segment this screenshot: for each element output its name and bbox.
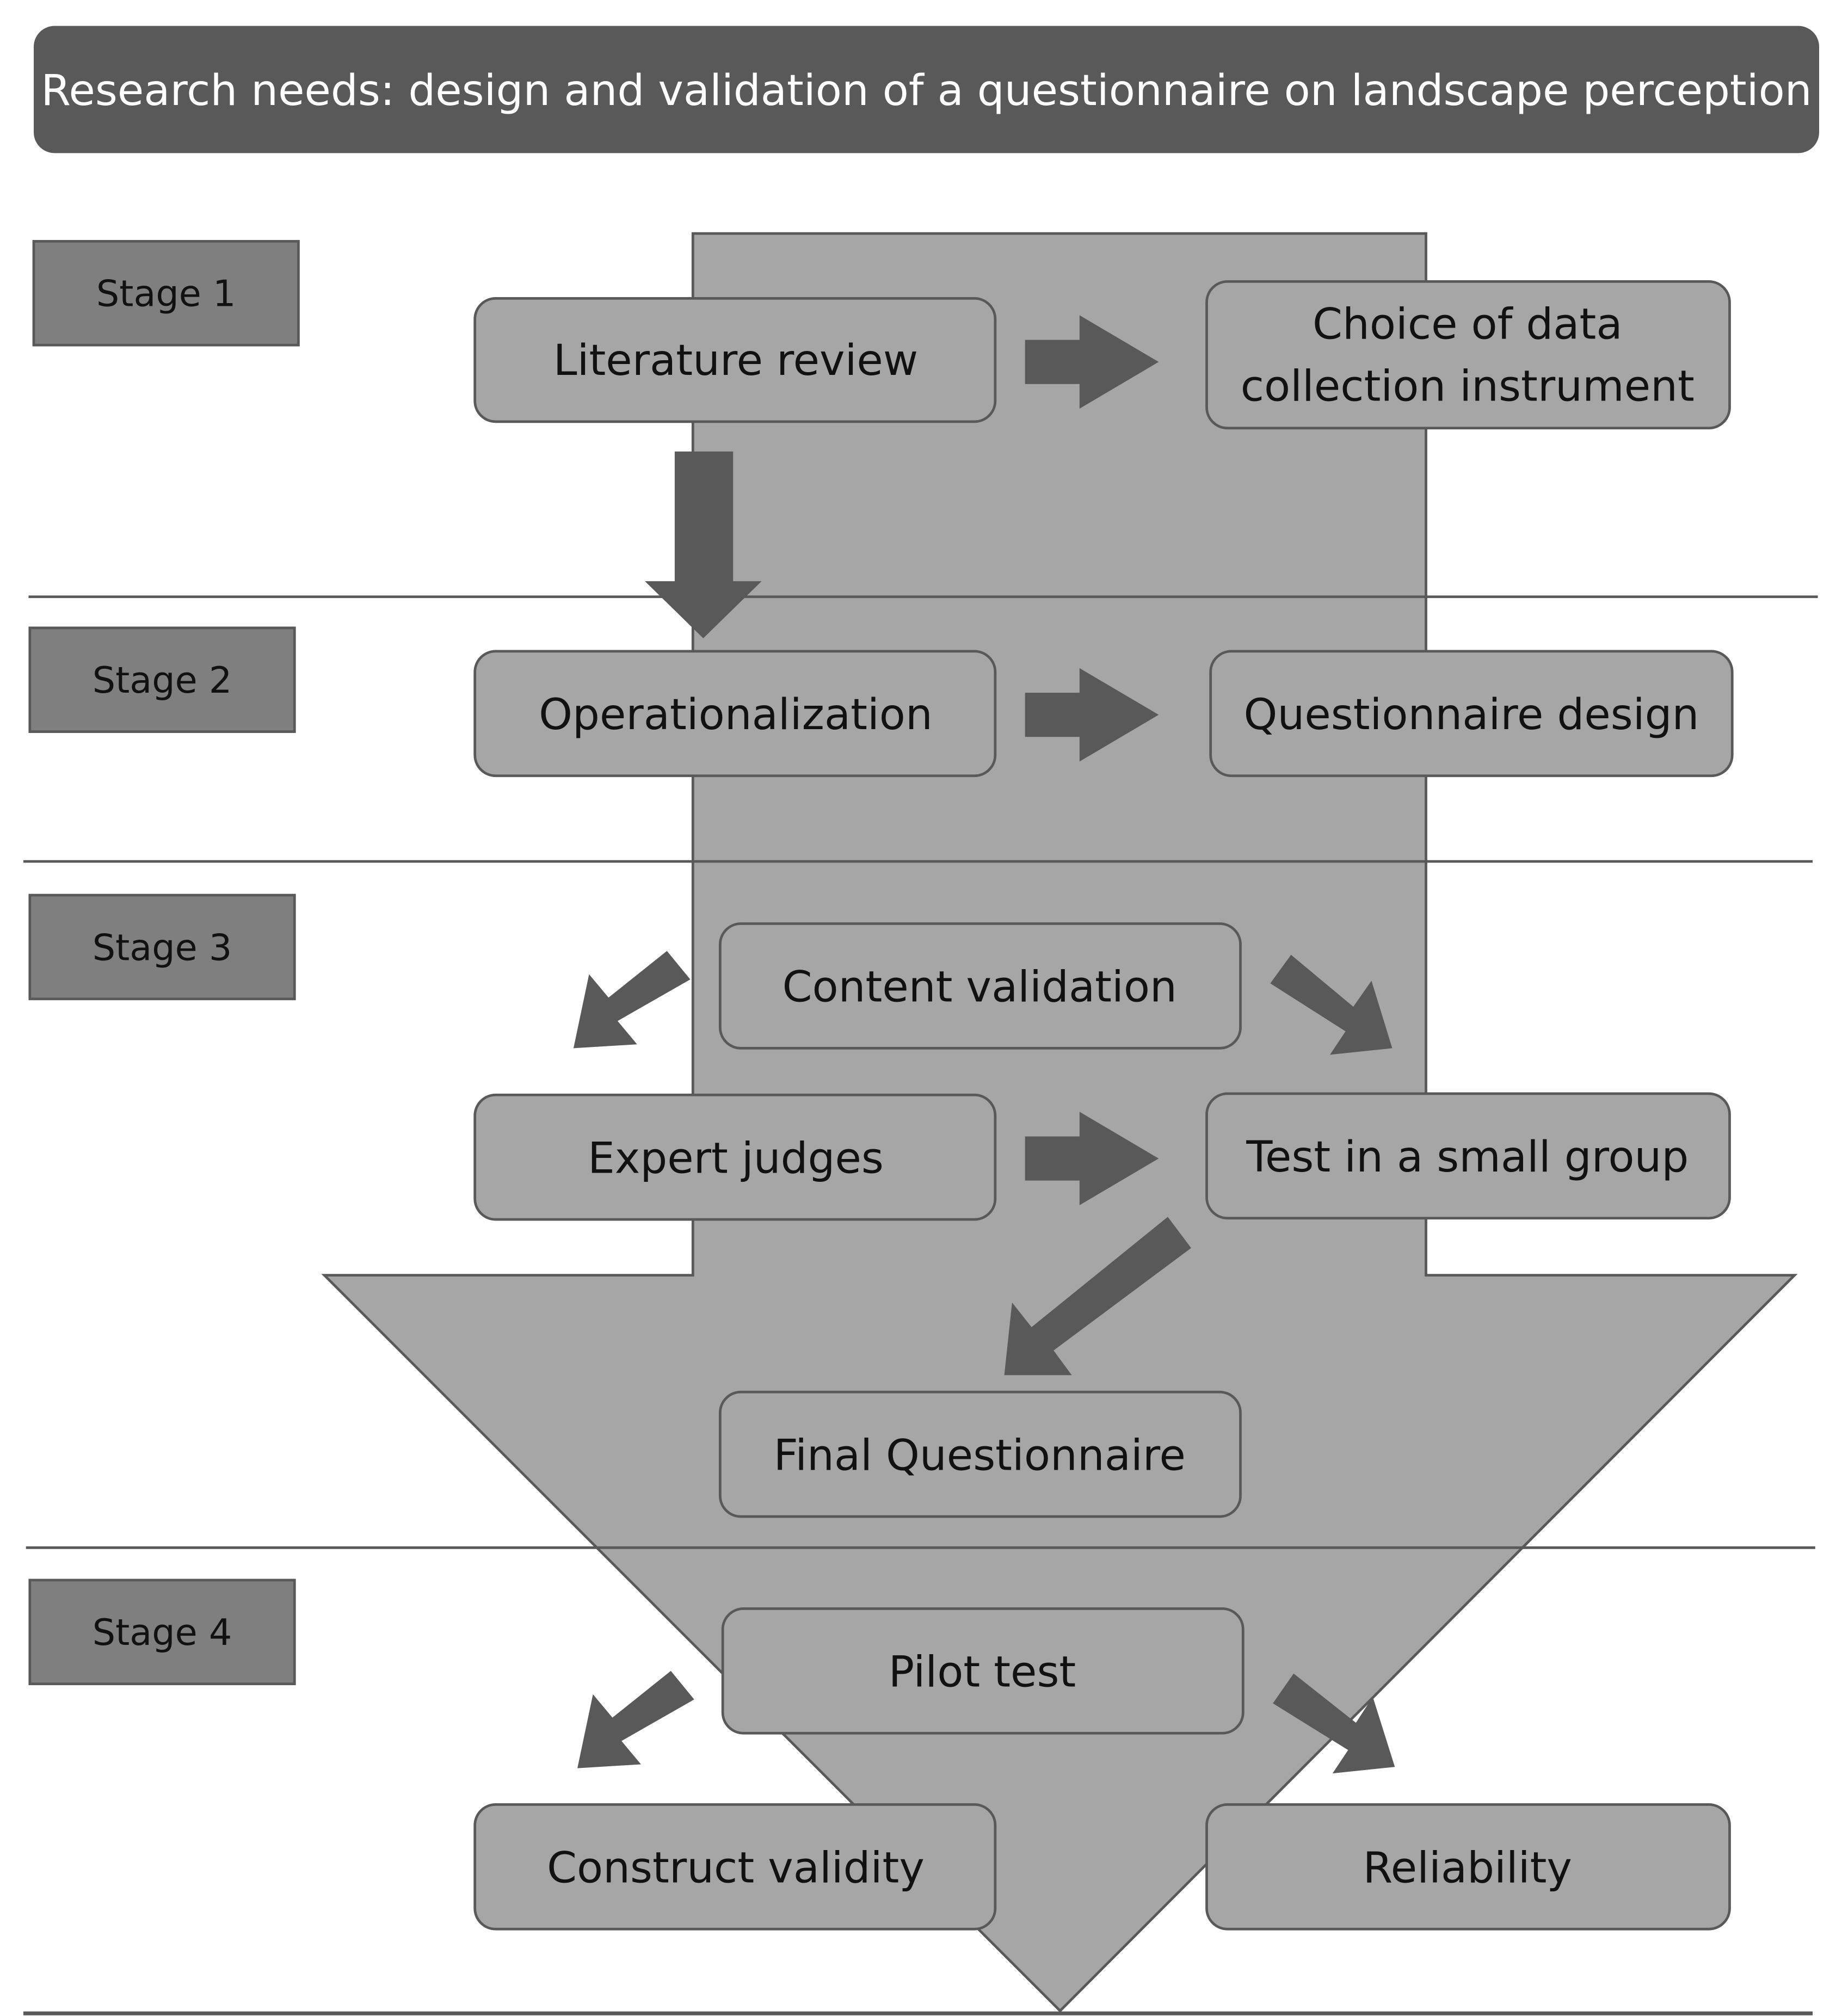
box-final-questionnaire-text: Final Questionnaire: [774, 1430, 1186, 1480]
box-choice-instrument: Choice of data collection instrument: [1205, 280, 1731, 430]
box-construct-validity-text: Construct validity: [547, 1842, 925, 1892]
box-expert-judges: Expert judges: [473, 1093, 997, 1221]
stage-label-1-text: Stage 1: [96, 273, 236, 315]
stage-label-4: Stage 4: [28, 1579, 296, 1686]
arrow-right-stage3: [1025, 1112, 1159, 1205]
stage-label-1: Stage 1: [32, 240, 300, 347]
box-test-small-group: Test in a small group: [1205, 1092, 1731, 1220]
box-reliability-text: Reliability: [1363, 1842, 1572, 1892]
arrow-down-left-pilot: [577, 1670, 694, 1768]
box-construct-validity: Construct validity: [473, 1803, 997, 1931]
box-pilot-test: Pilot test: [721, 1607, 1244, 1735]
title-text: Research needs: design and validation of…: [41, 65, 1812, 115]
arrow-right-stage1: [1025, 315, 1159, 409]
box-choice-line2-text: collection instrument: [1241, 361, 1695, 411]
box-operationalization: Operationalization: [473, 650, 997, 778]
arrow-down-left-final: [1004, 1217, 1191, 1376]
box-questionnaire-design: Questionnaire design: [1209, 650, 1734, 778]
box-questionnaire-design-text: Questionnaire design: [1244, 689, 1699, 739]
stage-label-4-text: Stage 4: [93, 1611, 232, 1654]
box-operationalization-text: Operationalization: [539, 689, 933, 739]
arrow-down-left-content: [573, 951, 691, 1049]
arrows: [573, 315, 1395, 1774]
stage-label-3: Stage 3: [28, 893, 296, 1001]
box-content-validation: Content validation: [718, 922, 1242, 1050]
box-content-validation-text: Content validation: [783, 962, 1177, 1012]
stage-label-3-text: Stage 3: [93, 926, 232, 969]
arrow-down-right-pilot: [1273, 1673, 1395, 1774]
stage-label-2: Stage 2: [28, 626, 296, 733]
arrow-down-right-content: [1270, 954, 1393, 1055]
box-literature-review: Literature review: [473, 297, 997, 423]
box-pilot-test-text: Pilot test: [889, 1647, 1076, 1697]
stage-label-2-text: Stage 2: [93, 659, 232, 701]
arrow-down-stage1: [645, 451, 762, 639]
box-test-small-group-text: Test in a small group: [1246, 1132, 1689, 1182]
box-final-questionnaire: Final Questionnaire: [718, 1390, 1242, 1518]
box-literature-review-text: Literature review: [553, 335, 918, 385]
box-expert-judges-text: Expert judges: [588, 1133, 884, 1183]
title-banner: Research needs: design and validation of…: [33, 26, 1820, 153]
arrow-right-stage2: [1025, 668, 1159, 762]
box-choice-line1-text: Choice of data: [1313, 299, 1623, 349]
box-reliability: Reliability: [1205, 1803, 1731, 1931]
